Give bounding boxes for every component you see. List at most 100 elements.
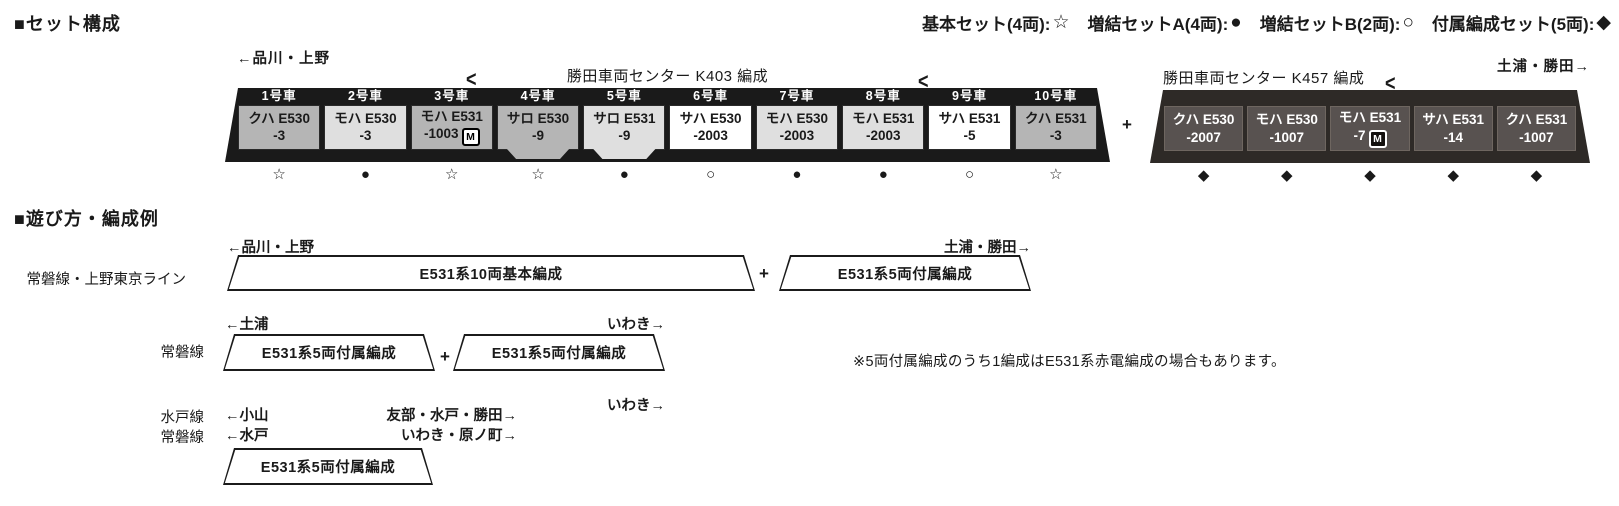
car-cell-1: 1号車 クハ E530-3: [236, 88, 322, 150]
car-cell-12: モハ E530 -1007: [1245, 106, 1328, 151]
filled-circle-symbol: ●: [1230, 12, 1242, 33]
legend-item-add-b: 増結セットB(2両): ○: [1260, 10, 1414, 35]
line-label-joban-2: 常磐線: [160, 430, 205, 446]
basic-set-symbols: ☆ ● ☆ ☆ ● ○ ● ● ○ ☆: [236, 167, 1099, 182]
direction-right-label: 土浦・勝田→: [1497, 59, 1590, 75]
trainset-basic-10car: 1号車 クハ E530-3 2号車 モハ E530-3 3号車 モハ E531-…: [225, 88, 1110, 162]
set-symbol: ◆: [1281, 167, 1293, 184]
line-label-joban-ueno-tokyo: 常磐線・上野東京ライン: [26, 272, 187, 288]
car-sub-number: -2003: [865, 127, 901, 143]
direction-left-label: ←品川・上野: [237, 51, 330, 67]
set-symbol: ○: [964, 166, 975, 183]
car-name: クハ E530: [248, 110, 310, 126]
direction-left-label: ←小山: [225, 408, 269, 424]
set-symbol: ◆: [1364, 167, 1376, 184]
formation-box-5car-attached: E531系5両付属編成: [223, 334, 435, 371]
legend-item-attached: 付属編成セット(5両): ◆: [1432, 10, 1611, 35]
car-sub-number: -2003: [693, 127, 728, 143]
line-label-mito: 水戸線: [160, 410, 205, 426]
set-symbol: ●: [360, 166, 370, 183]
car-cell-2: 2号車 モハ E530-3: [322, 88, 408, 150]
car-cell-9: 9号車 サハ E531-5: [926, 88, 1012, 150]
car-number: 8号車: [865, 89, 901, 103]
double-decker-bulge: [506, 148, 570, 159]
car-sub-number: -14: [1443, 129, 1463, 145]
star-symbol: ☆: [1052, 12, 1070, 33]
coupler-plus: +: [1122, 115, 1132, 134]
car-sub-number: -1007: [1519, 129, 1554, 145]
car-number: 3号車: [434, 89, 470, 103]
double-decker-bulge: [592, 148, 656, 159]
pantograph-icon: <: [918, 68, 929, 94]
set-symbol: ●: [619, 166, 629, 183]
coupler-plus: +: [440, 347, 450, 366]
direction-right-label: いわき→: [607, 317, 665, 333]
car-name: サロ E530: [506, 110, 570, 126]
car-cell-14: サハ E531 -14: [1412, 106, 1495, 151]
set-symbol: ◆: [1447, 167, 1459, 184]
car-name: クハ E531: [1025, 110, 1087, 126]
car-cell-11: クハ E530 -2007: [1162, 106, 1245, 151]
motor-badge-icon: M: [1369, 130, 1387, 148]
set-symbol: ☆: [445, 166, 459, 183]
diamond-symbol: ◆: [1596, 12, 1611, 33]
car-name: モハ E530: [765, 110, 829, 126]
car-number: 6号車: [693, 89, 729, 103]
formation-box-10car-basic: E531系10両基本編成: [227, 255, 755, 291]
open-circle-symbol: ○: [1402, 12, 1414, 33]
car-number: 5号車: [606, 89, 642, 103]
car-name: モハ E531: [420, 109, 483, 125]
set-symbol: ○: [706, 166, 716, 183]
direction-right-label: 友部・水戸・勝田→: [386, 408, 518, 424]
formation-box-5car-attached: E531系5両付属編成: [223, 448, 433, 485]
play-examples-title: ■遊び方・編成例: [14, 209, 159, 229]
legend-item-add-a: 増結セットA(4両): ●: [1088, 10, 1242, 35]
car-name: モハ E530: [334, 110, 397, 126]
car-sub-number: -2007: [1186, 129, 1221, 145]
set-legend: 基本セット(4両): ☆ 増結セットA(4両): ● 増結セットB(2両): ○…: [922, 10, 1611, 35]
car-sub-number: -1007: [1269, 129, 1305, 145]
car-name: サハ E531: [1422, 111, 1485, 127]
car-name: クハ E531: [1505, 111, 1568, 127]
set-symbol: ◆: [1530, 167, 1543, 184]
car-name: サハ E531: [938, 110, 1001, 126]
set-symbol: ●: [792, 166, 802, 183]
car-name: クハ E530: [1172, 111, 1235, 127]
motor-badge-icon: M: [462, 128, 480, 146]
formation-box-5car-attached: E531系5両付属編成: [453, 334, 665, 371]
car-name: モハ E530: [1255, 111, 1318, 127]
car-cell-7: 7号車 モハ E530-2003: [754, 88, 840, 150]
car-name: モハ E531: [1338, 110, 1402, 126]
legend-label: 基本セット(4両):: [922, 15, 1051, 34]
set-symbol: ◆: [1197, 167, 1210, 184]
car-cell-6: 6号車 サハ E530-2003: [667, 88, 753, 150]
car-sub-number: -9: [532, 127, 545, 143]
car-sub-number: -3: [1049, 127, 1062, 143]
direction-left-label: ←水戸: [225, 428, 269, 444]
car-number: 1号車: [261, 89, 297, 103]
pantograph-icon: <: [1385, 70, 1396, 96]
direction-right-label: 土浦・勝田→: [944, 240, 1031, 256]
set-symbol: ●: [878, 166, 888, 183]
car-cell-10: 10号車 クハ E531-3: [1013, 88, 1099, 150]
set-symbol: ☆: [1049, 166, 1063, 183]
car-cell-15: クハ E531 -1007: [1495, 106, 1578, 151]
car-sub-number: -5: [963, 127, 976, 143]
direction-left-label: ←品川・上野: [227, 240, 314, 256]
direction-left-label: ←土浦: [225, 317, 269, 333]
set-symbol: ☆: [531, 166, 545, 183]
attached-set-symbols: ◆ ◆ ◆ ◆ ◆: [1162, 168, 1578, 183]
legend-label: 付属編成セット(5両):: [1431, 15, 1595, 34]
set-composition-title: ■セット構成: [14, 14, 121, 34]
legend-label: 増結セットA(4両):: [1087, 15, 1229, 34]
line-label-joban: 常磐線: [160, 345, 205, 361]
formation-box-5car-attached: E531系5両付属編成: [779, 255, 1031, 291]
legend-item-basic: 基本セット(4両): ☆: [922, 10, 1070, 35]
coupler-plus: +: [759, 264, 769, 283]
direction-right-label: いわき→: [607, 398, 665, 414]
car-cell-5: 5号車 サロ E531-9: [581, 88, 667, 150]
